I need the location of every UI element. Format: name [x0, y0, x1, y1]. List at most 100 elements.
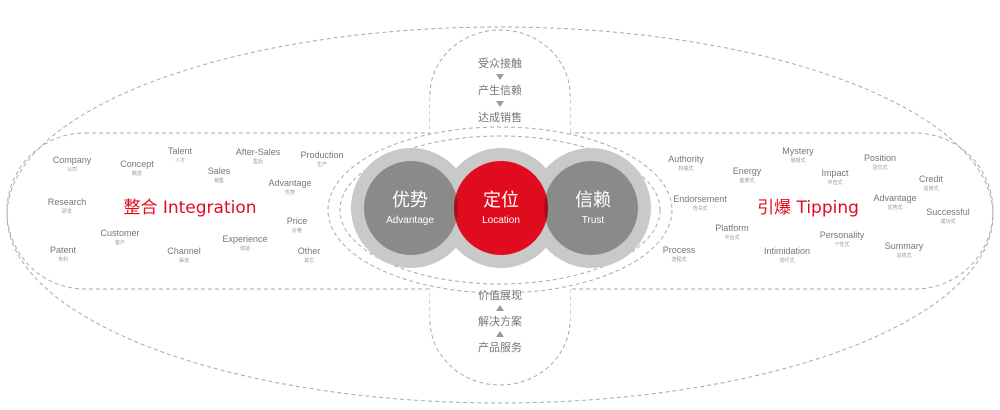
- location-cn: 定位: [483, 190, 519, 211]
- word-en: Mystery: [782, 146, 814, 156]
- word-cn: 冲击式: [827, 179, 842, 186]
- word-en: Personality: [820, 230, 865, 240]
- horizontal-capsule: [6, 132, 994, 290]
- word-en: Experience: [222, 234, 267, 244]
- trust-circle: [544, 161, 638, 255]
- word-cn: 体验: [240, 245, 250, 252]
- advantage-en: Advantage: [386, 215, 434, 226]
- word-en: Impact: [821, 168, 849, 178]
- word-cn: 权威式: [678, 165, 693, 172]
- advantage-cn: 优势: [392, 190, 428, 211]
- top-axis-label-2: 产生信赖: [478, 83, 522, 97]
- down-arrow-icon: [496, 101, 504, 107]
- word-cn: 概念: [132, 170, 142, 177]
- word-en: Process: [663, 245, 696, 255]
- word-cn: 专利: [58, 256, 68, 263]
- inner-ring-1: [327, 126, 673, 294]
- top-axis: 受众接触 产生信赖 达成销售: [478, 56, 522, 124]
- center-circles: 优势 Advantage 定位 Location 信赖 Trust: [351, 148, 651, 268]
- word-cn: 个性式: [834, 241, 849, 248]
- word-cn: 能量式: [739, 177, 754, 184]
- outer-ellipse: [6, 26, 994, 404]
- left-panel-title: 整合 Integration: [123, 198, 256, 218]
- word-cn: 优势式: [887, 204, 902, 211]
- word-cn: 研发: [62, 208, 72, 215]
- right-panel-title: 引爆 Tipping: [757, 198, 859, 218]
- up-arrow-icon: [496, 331, 504, 337]
- word-cn: 公司: [67, 167, 77, 173]
- word-en: Endorsement: [673, 194, 727, 204]
- word-en: Sales: [208, 166, 231, 176]
- word-en: Patent: [50, 245, 77, 255]
- word-cn: 优势: [285, 189, 295, 196]
- word-en: Channel: [167, 246, 201, 256]
- word-en: Position: [864, 153, 896, 163]
- word-cn: 售后: [253, 158, 263, 165]
- top-axis-label-3: 达成销售: [478, 110, 522, 124]
- word-en: Successful: [926, 207, 970, 217]
- word-cn: 总结式: [896, 252, 911, 259]
- word-en: Advantage: [873, 193, 916, 203]
- word-cn: 流程式: [671, 256, 686, 263]
- word-en: Research: [48, 197, 87, 207]
- word-en: After-Sales: [236, 147, 281, 157]
- bottom-axis-label-2: 解决方案: [478, 314, 522, 328]
- word-en: Advantage: [268, 178, 311, 188]
- advantage-circle: [364, 161, 458, 255]
- inner-ring-2: [339, 135, 661, 285]
- word-cn: 造位式: [872, 164, 887, 171]
- word-cn: 平台式: [724, 234, 739, 241]
- word-cn: 成功式: [940, 218, 955, 225]
- word-en: Platform: [715, 223, 749, 233]
- trust-cn: 信赖: [575, 190, 611, 211]
- location-en: Location: [482, 215, 520, 226]
- word-cn: 信用式: [923, 185, 938, 192]
- word-cn: 悬疑式: [790, 157, 805, 164]
- trust-en: Trust: [582, 215, 605, 226]
- bottom-axis: 价值展现 解决方案 产品服务: [478, 289, 522, 354]
- word-en: Intimidation: [764, 246, 810, 256]
- word-cn: 价格: [292, 227, 302, 234]
- word-cn: 恐吓式: [779, 257, 794, 264]
- word-cn: 客户: [115, 239, 125, 246]
- word-cn: 生产: [317, 161, 327, 168]
- bottom-axis-label-1: 价值展现: [478, 289, 522, 302]
- word-en: Credit: [919, 174, 944, 184]
- down-arrow-icon: [496, 74, 504, 80]
- word-cn: 背书式: [692, 205, 707, 212]
- word-en: Customer: [100, 228, 139, 238]
- top-axis-label-1: 受众接触: [478, 56, 522, 70]
- word-en: Summary: [885, 241, 924, 251]
